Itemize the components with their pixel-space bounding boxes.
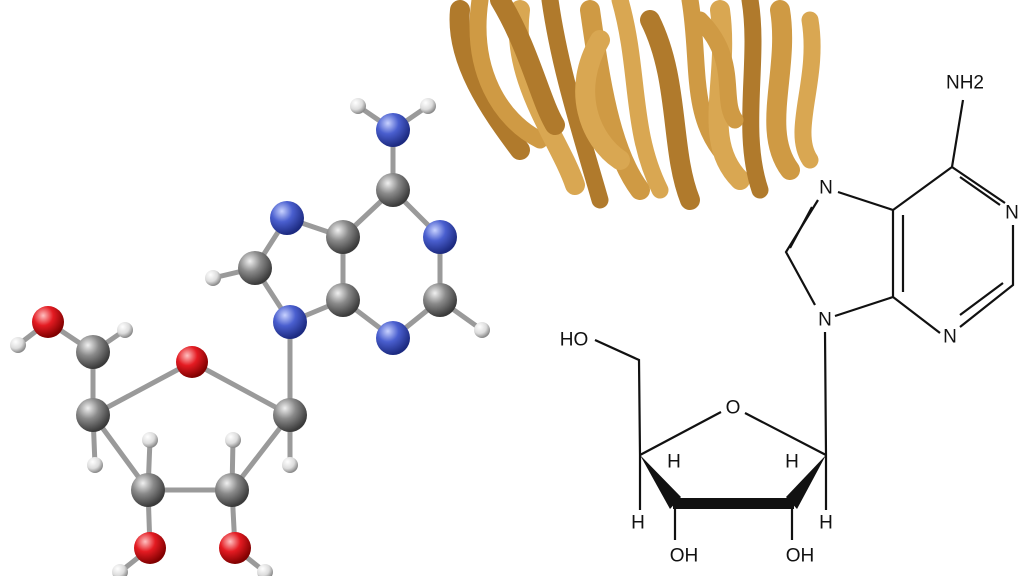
fungus-strand (741, 0, 769, 199)
nitrogen-atom (270, 201, 304, 235)
hydrogen-atom (257, 564, 273, 576)
carbon-atom (76, 398, 110, 432)
hydrogen-label: H (785, 452, 799, 473)
fungus-strand (691, 11, 744, 129)
carbon-atom (423, 283, 457, 317)
n7-label: N (819, 178, 833, 199)
hydrogen-atom (474, 322, 490, 338)
fungus-strand (766, 0, 800, 180)
fungus-strand (640, 10, 700, 210)
hydrogen-atom (282, 457, 298, 473)
hydrogen-label: H (631, 513, 645, 534)
carbon-atom (273, 398, 307, 432)
hydrogen-atom (87, 457, 103, 473)
n9-label: N (818, 310, 832, 331)
carbon-atom (76, 335, 110, 369)
hydrogen-atom (10, 337, 26, 353)
hydroxymethyl-label: HO (560, 330, 589, 351)
carbon-atom (326, 220, 360, 254)
nitrogen-atom (273, 305, 307, 339)
hydrogen-atom (142, 432, 158, 448)
hydrogen-atom (112, 564, 128, 576)
n3-label: N (943, 327, 957, 348)
fungus-strand (794, 11, 821, 169)
hydrogen-atom (350, 98, 366, 114)
oxygen-atom (32, 306, 64, 338)
fungus-strand (575, 30, 630, 170)
ball-and-stick-model (10, 98, 490, 576)
nitrogen-atom (423, 220, 457, 254)
cordyceps-fungus-image (449, 0, 821, 210)
structural-formula: NH2 N N N N N HO O H H H H OH OH (560, 73, 1019, 567)
fungus-strand (541, 0, 609, 209)
carbon-atom (131, 473, 165, 507)
hydrogen-atom (205, 270, 221, 286)
hydrogen-label: H (819, 513, 833, 534)
carbon-atom (326, 283, 360, 317)
carbon-atom (215, 473, 249, 507)
amine-label: NH2 (946, 73, 984, 94)
hydrogen-atom (117, 322, 133, 338)
nitrogen-atom (376, 113, 410, 147)
fungus-strand (490, 0, 565, 135)
n1-label: N (1005, 203, 1019, 224)
fungus-strand (611, 0, 669, 199)
oxygen-atom (134, 532, 166, 564)
fungus-strand (469, 0, 549, 149)
oxygen-atom (176, 346, 208, 378)
hydrogen-atom (420, 98, 436, 114)
hydrogen-label: H (667, 452, 681, 473)
ring-oxygen-label: O (726, 398, 741, 419)
carbon-atom (376, 173, 410, 207)
fungus-strand (449, 0, 530, 160)
nitrogen-atom (376, 321, 410, 355)
oxygen-atom (219, 532, 251, 564)
hydroxyl-label: OH (786, 546, 815, 567)
carbon-atom (238, 251, 272, 285)
bond-stick (189, 359, 293, 418)
hydroxyl-label: OH (670, 546, 699, 567)
hydrogen-atom (225, 432, 241, 448)
bond-stick (90, 359, 195, 418)
